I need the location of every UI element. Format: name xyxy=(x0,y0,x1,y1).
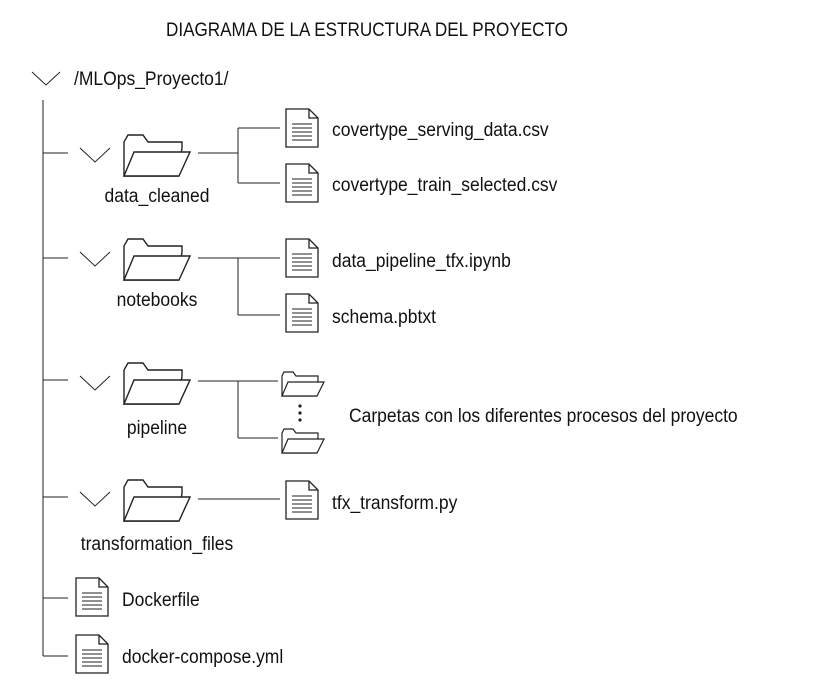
file-covertype-serving-label[interactable]: covertype_serving_data.csv xyxy=(332,120,549,141)
document-icon[interactable] xyxy=(284,293,320,333)
folder-notebooks-label[interactable]: notebooks xyxy=(116,290,198,311)
small-folder-icon[interactable] xyxy=(280,370,326,400)
file-schema-label[interactable]: schema.pbtxt xyxy=(332,307,436,328)
ellipsis-icon xyxy=(298,404,302,422)
file-dockerfile-label[interactable]: Dockerfile xyxy=(122,590,200,611)
document-icon[interactable] xyxy=(74,577,110,617)
diagram-title: DIAGRAMA DE LA ESTRUCTURA DEL PROYECTO xyxy=(166,20,568,41)
folder-transformation-files-icon[interactable] xyxy=(122,477,192,527)
folder-data-cleaned-icon[interactable] xyxy=(122,132,192,182)
file-data-pipeline-label[interactable]: data_pipeline_tfx.ipynb xyxy=(332,251,511,272)
document-icon[interactable] xyxy=(284,108,320,148)
small-folder-icon[interactable] xyxy=(280,427,326,457)
folder-transformation-files-label[interactable]: transformation_files xyxy=(80,534,234,555)
document-icon[interactable] xyxy=(284,238,320,278)
file-docker-compose-label[interactable]: docker-compose.yml xyxy=(122,647,284,668)
data-cleaned-chevron-icon xyxy=(79,147,111,163)
root-chevron-icon xyxy=(31,71,61,86)
folder-notebooks-icon[interactable] xyxy=(122,236,192,286)
transformation-files-chevron-icon xyxy=(79,491,111,507)
notebooks-chevron-icon xyxy=(79,251,111,267)
file-tfx-transform-label[interactable]: tfx_transform.py xyxy=(332,493,458,514)
pipeline-chevron-icon xyxy=(79,375,111,391)
file-covertype-train-label[interactable]: covertype_train_selected.csv xyxy=(332,175,558,196)
document-icon[interactable] xyxy=(74,634,110,674)
folder-pipeline-label[interactable]: pipeline xyxy=(126,418,188,439)
root-folder-label[interactable]: /MLOps_Proyecto1/ xyxy=(74,69,229,90)
document-icon[interactable] xyxy=(284,163,320,203)
document-icon[interactable] xyxy=(284,480,320,520)
folder-data-cleaned-label[interactable]: data_cleaned xyxy=(104,186,210,207)
pipeline-note-label: Carpetas con los diferentes procesos del… xyxy=(349,406,738,427)
folder-pipeline-icon[interactable] xyxy=(122,360,192,410)
